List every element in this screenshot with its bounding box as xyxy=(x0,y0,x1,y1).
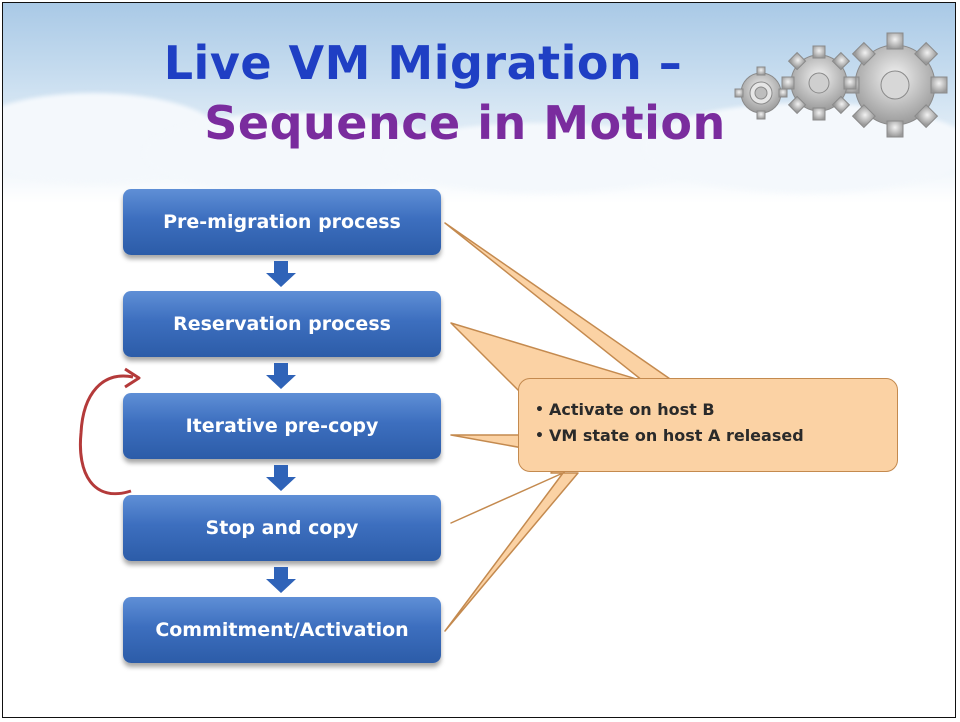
callout-box: Activate on host B VM state on host A re… xyxy=(518,378,898,472)
down-arrow-icon xyxy=(266,261,296,287)
gears-icon xyxy=(734,32,948,138)
down-arrow-icon xyxy=(266,363,296,389)
callout-bullet: Activate on host B xyxy=(535,397,883,423)
loop-arrow-icon xyxy=(78,367,141,496)
down-arrow-icon xyxy=(266,465,296,491)
down-arrow-icon xyxy=(266,567,296,593)
step-iterative-pre-copy: Iterative pre-copy xyxy=(123,393,441,459)
step-pre-migration: Pre-migration process xyxy=(123,189,441,255)
slide-title-line2: Sequence in Motion xyxy=(204,96,726,150)
step-commitment-activation: Commitment/Activation xyxy=(123,597,441,663)
slide-title-line1: Live VM Migration – xyxy=(163,36,683,90)
callout-bullet: VM state on host A released xyxy=(535,423,883,449)
callout-bullets: Activate on host B VM state on host A re… xyxy=(533,397,883,449)
step-stop-and-copy: Stop and copy xyxy=(123,495,441,561)
step-reservation: Reservation process xyxy=(123,291,441,357)
